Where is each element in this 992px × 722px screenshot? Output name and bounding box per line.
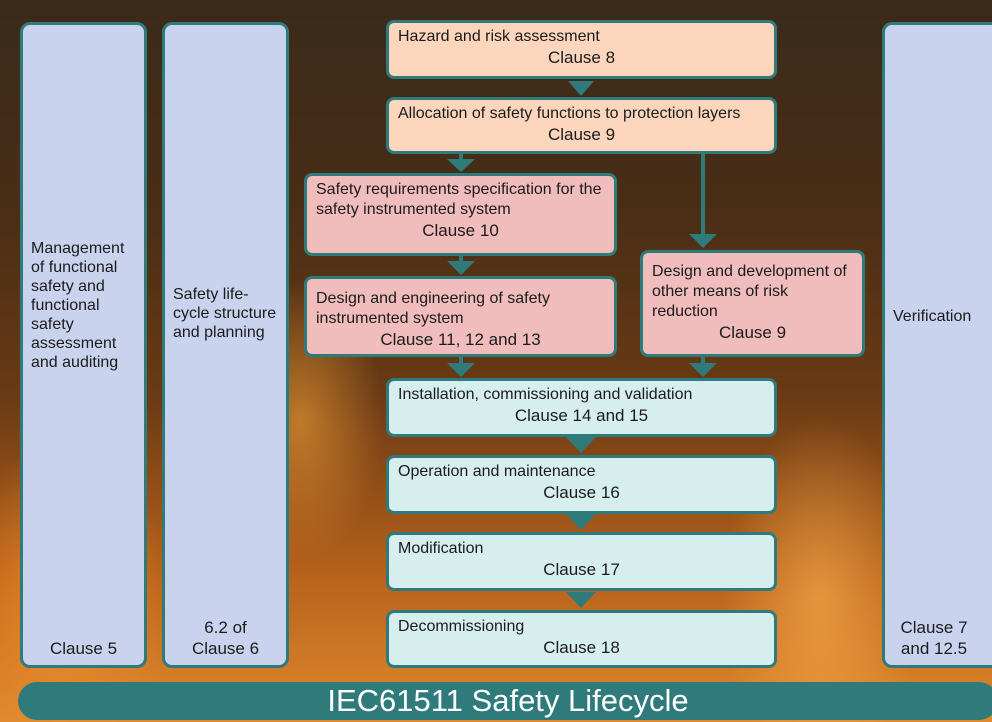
step-modification: Modification Clause 17 bbox=[386, 532, 777, 591]
step-design-sis-clause: Clause 11, 12 and 13 bbox=[380, 330, 541, 349]
arrow-allocation-to-other bbox=[689, 234, 717, 248]
step-operation-maintenance: Operation and maintenance Clause 16 bbox=[386, 455, 777, 514]
step-modification-clause: Clause 17 bbox=[543, 560, 620, 579]
verification-column-clause: Clause 7 and 12.5 bbox=[900, 618, 968, 658]
step-hazard-text: Hazard and risk assessment bbox=[398, 28, 600, 45]
step-allocation-text: Allocation of safety functions to protec… bbox=[398, 105, 741, 122]
management-column-clause: Clause 5 bbox=[49, 639, 118, 658]
management-column-text: Management of functional safety and func… bbox=[31, 240, 125, 371]
arrow-modification-to-decommissioning bbox=[566, 592, 596, 608]
management-column: Management of functional safety and func… bbox=[20, 22, 147, 668]
step-installation-text: Installation, commissioning and validati… bbox=[398, 386, 693, 403]
step-decommissioning-text: Decommissioning bbox=[398, 618, 525, 635]
arrow-allocation-to-srs bbox=[447, 159, 475, 172]
step-installation-commissioning: Installation, commissioning and validati… bbox=[386, 378, 777, 437]
step-hazard-clause: Clause 8 bbox=[547, 48, 616, 67]
verification-column-text: Verification bbox=[893, 308, 972, 325]
step-hazard-risk-assessment: Hazard and risk assessment Clause 8 bbox=[386, 20, 777, 79]
step-operation-clause: Clause 16 bbox=[543, 483, 620, 502]
step-design-other-text: Design and development of other means of… bbox=[652, 263, 847, 320]
lifecycle-title-banner: IEC61511 Safety Lifecycle bbox=[18, 682, 992, 720]
step-safety-requirements-spec: Safety requirements specification for th… bbox=[304, 173, 617, 256]
lifecycle-title: IEC61511 Safety Lifecycle bbox=[327, 683, 689, 718]
arrow-installation-to-operation bbox=[566, 437, 596, 453]
arrow-design-to-installation bbox=[447, 363, 475, 377]
step-srs-text: Safety requirements specification for th… bbox=[316, 181, 602, 218]
step-decommissioning: Decommissioning Clause 18 bbox=[386, 610, 777, 668]
verification-column: Verification Clause 7 and 12.5 bbox=[882, 22, 992, 668]
step-allocation-clause: Clause 9 bbox=[547, 125, 616, 144]
step-modification-text: Modification bbox=[398, 540, 484, 557]
step-design-sis-text: Design and engineering of safety instrum… bbox=[316, 290, 550, 327]
arrow-hazard-to-allocation bbox=[568, 81, 594, 96]
step-design-other-means: Design and development of other means of… bbox=[640, 250, 865, 357]
step-design-other-clause: Clause 9 bbox=[718, 323, 787, 342]
arrow-other-to-installation bbox=[689, 363, 717, 377]
step-allocation: Allocation of safety functions to protec… bbox=[386, 97, 777, 154]
step-design-engineering-sis: Design and engineering of safety instrum… bbox=[304, 276, 617, 357]
step-installation-clause: Clause 14 and 15 bbox=[514, 406, 649, 425]
planning-column-clause: 6.2 of Clause 6 bbox=[191, 618, 260, 658]
step-operation-text: Operation and maintenance bbox=[398, 463, 596, 480]
step-srs-clause: Clause 10 bbox=[422, 221, 499, 240]
step-decommissioning-clause: Clause 18 bbox=[543, 638, 620, 657]
arrow-operation-to-modification bbox=[566, 514, 596, 530]
arrow-srs-to-design bbox=[447, 261, 475, 275]
planning-column-text: Safety life-cycle structure and planning bbox=[173, 286, 277, 341]
planning-column: Safety life-cycle structure and planning… bbox=[162, 22, 289, 668]
